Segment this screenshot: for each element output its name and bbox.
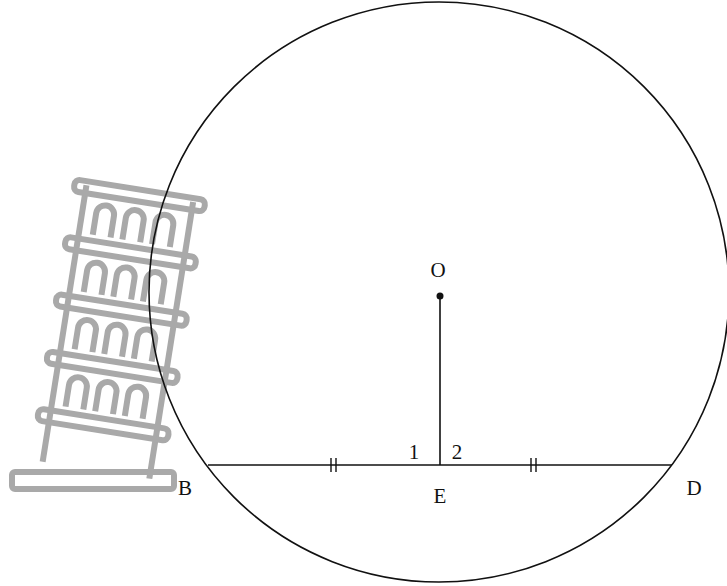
angle-label: 1 [409, 442, 420, 463]
circle-o [149, 2, 727, 582]
point-label: D [686, 478, 701, 499]
angle-label: 2 [452, 442, 463, 463]
equal-ticks [331, 458, 536, 472]
tower-illustration [12, 179, 206, 489]
center-dot [437, 293, 444, 300]
point-label: O [430, 260, 445, 281]
segment-oe [439, 296, 441, 465]
point-label: E [434, 486, 447, 507]
point-label: B [178, 478, 192, 499]
